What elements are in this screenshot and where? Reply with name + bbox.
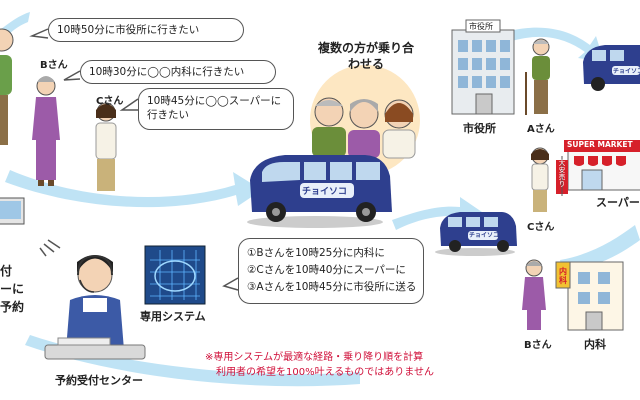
big-van-logo: チョイソコ — [302, 187, 348, 197]
result-line-2: ②Cさんを10時40分にスーパーに — [247, 264, 406, 276]
passenger-woman-young — [382, 99, 416, 159]
arrow-bottom — [25, 335, 360, 387]
city-hall-sign: 市役所 — [469, 22, 493, 31]
request-bubble-3: 10時45分に◯◯スーパーに行きたい — [138, 88, 294, 130]
passenger-woman-elder — [348, 99, 380, 158]
request-bubble-2: 10時30分に◯◯内科に行きたい — [80, 60, 276, 84]
city-hall-label: 市役所 — [463, 122, 496, 135]
request-text-2: 10時30分に◯◯内科に行きたい — [89, 66, 245, 78]
person-c-label: Cさん — [96, 96, 124, 107]
arrow-top-right — [495, 27, 604, 62]
arrow-to-small-van — [392, 197, 482, 230]
left-partial-line1: 付 — [0, 264, 13, 278]
person-a-label: Aさん — [527, 124, 555, 135]
request-bubble-1: 10時50分に市役所に行きたい — [48, 18, 244, 42]
system-illustration — [144, 245, 206, 305]
person-b-label: Bさん — [40, 60, 68, 71]
request-text-1: 10時50分に市役所に行きたい — [57, 24, 200, 36]
person-left-partial — [0, 28, 14, 145]
bubble-tail-3 — [119, 98, 139, 111]
arrow-bottom-right — [560, 225, 640, 272]
big-van-illustration — [247, 155, 392, 228]
result-line-3: ③Aさんを10時45分に市役所に送る — [247, 281, 417, 293]
system-label: 専用システム — [140, 310, 206, 323]
small-van-illustration — [435, 212, 517, 256]
call-center-label: 予約受付センター — [55, 374, 143, 387]
city-hall-illustration — [451, 19, 515, 115]
person-b-left — [32, 76, 60, 186]
arrow-to-van — [5, 170, 262, 208]
person-c-left — [95, 102, 117, 191]
supermarket-sign: SUPER MARKET — [567, 140, 633, 149]
top-van-logo: チョイソコ — [613, 68, 640, 75]
computer-illustration — [0, 197, 61, 257]
bubble-tail-2 — [63, 70, 81, 81]
person-b-right-label: Bさん — [524, 340, 552, 351]
person-b-right — [522, 259, 546, 330]
reservation-results-box: ①Bさんを10時25分に内科に ②Cさんを10時40分にスーパーに ③Aさんを1… — [238, 238, 424, 304]
note-line-2: 利用者の希望を100%叶えるものではありません — [216, 367, 434, 378]
bubble-tails — [29, 28, 239, 291]
passenger-man — [312, 97, 346, 157]
sharing-title: 複数の方が乗り合わせる — [317, 41, 414, 71]
left-partial-line2: ーに — [0, 282, 25, 296]
person-c-right — [531, 147, 549, 212]
supermarket-illustration — [556, 140, 640, 196]
clinic-illustration — [555, 261, 624, 331]
supermarket-label: スーパー — [596, 196, 640, 209]
person-c-right-label: Cさん — [527, 222, 555, 233]
left-partial-line3: 予約 — [0, 300, 25, 314]
request-text-3: 10時45分に◯◯スーパーに行きたい — [147, 95, 282, 121]
passengers-illustration — [310, 65, 420, 175]
note-line-1: ※専用システムが最適な経路・乗り降り順を計算 — [205, 352, 424, 363]
bubble-tail-1 — [29, 28, 49, 39]
clinic-label: 内科 — [584, 338, 606, 351]
clinic-sign: 内科 — [559, 267, 567, 285]
top-right-van-illustration — [583, 45, 640, 91]
person-a-right — [525, 38, 550, 115]
small-van-logo: チョイソコ — [469, 232, 500, 239]
result-line-1: ①Bさんを10時25分に内科に — [247, 247, 385, 259]
operator-illustration — [44, 254, 146, 360]
bubble-tail-4 — [222, 277, 239, 291]
sale-flag: 大安売り — [558, 159, 566, 188]
